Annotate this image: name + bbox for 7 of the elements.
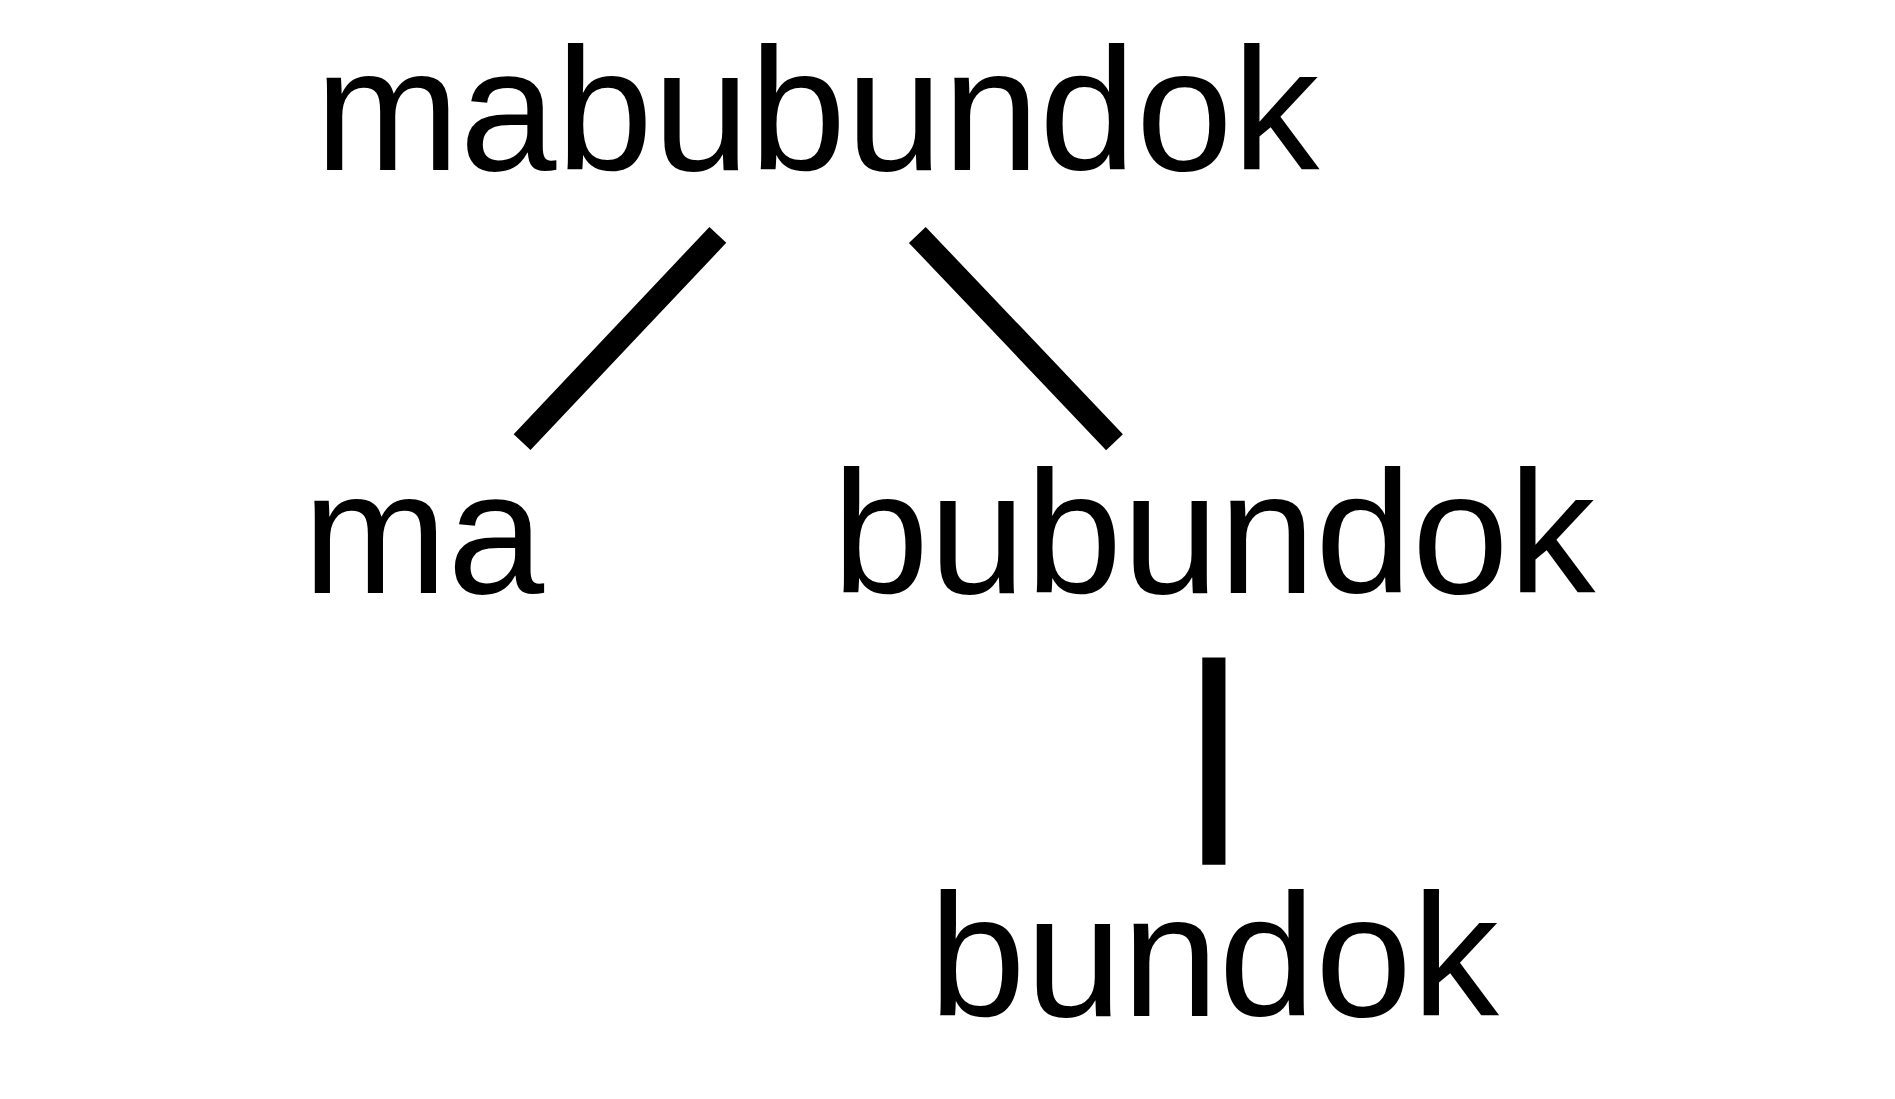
node-text: ma [302, 435, 545, 630]
node-text: mabubundok [315, 13, 1320, 208]
node-text: bundok [928, 858, 1499, 1053]
connector [908, 226, 1123, 451]
connector [513, 226, 727, 451]
connector [1202, 657, 1226, 865]
node-text: bubundok [832, 435, 1596, 630]
